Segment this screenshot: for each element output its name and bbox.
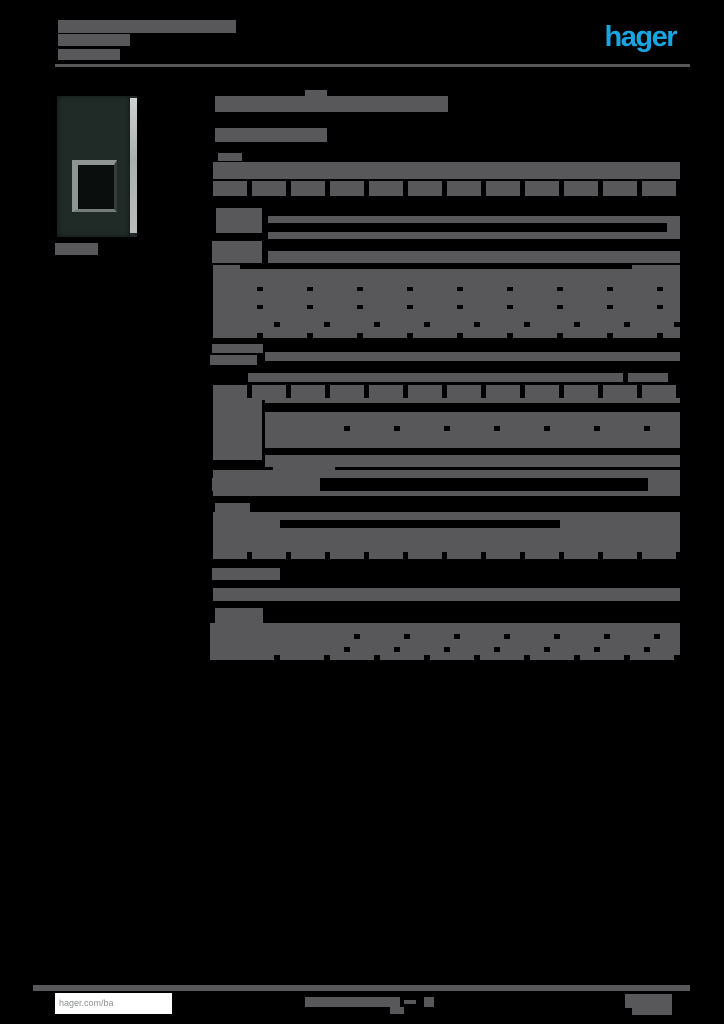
spec-value-4-tail xyxy=(273,467,335,471)
footer-website-box: hager.com/ba xyxy=(55,993,172,1014)
spec-value-1 xyxy=(265,352,680,361)
rowA-label xyxy=(216,208,262,233)
dense-block-gaps-2 xyxy=(213,305,680,309)
bottom-label xyxy=(215,608,263,623)
row-mixed-bottom xyxy=(213,491,680,496)
bottom-block-gaps-2 xyxy=(300,647,680,652)
row-mixed-right xyxy=(648,478,680,491)
spec-value-2-right xyxy=(628,373,668,382)
rowB-value xyxy=(268,251,680,263)
product-edge-strip xyxy=(130,98,137,235)
product-slot-opening xyxy=(72,160,117,212)
rowB-label xyxy=(212,241,262,263)
spec-row-wide xyxy=(213,385,680,400)
page-subtitle xyxy=(215,128,327,142)
row-mixed-left xyxy=(212,478,320,491)
product-caption xyxy=(55,243,98,255)
page-title xyxy=(215,96,448,112)
dense-block-slit xyxy=(240,265,632,269)
spec-value-3 xyxy=(265,398,680,403)
bottom-block-gaps-1 xyxy=(310,634,680,639)
header-line-2 xyxy=(58,34,130,46)
section1-line-2 xyxy=(213,181,680,196)
spec-label-col xyxy=(213,398,262,460)
product-image xyxy=(57,96,137,237)
header-line-1 xyxy=(58,20,236,33)
dense-block-gaps-4 xyxy=(213,333,680,338)
footer-center-descender xyxy=(390,1007,404,1014)
header-line-3 xyxy=(58,49,120,60)
note-label-2 xyxy=(212,568,280,580)
note-label-1 xyxy=(215,503,250,512)
footer-center-dash xyxy=(404,1000,416,1004)
rowA-value-2 xyxy=(268,232,680,239)
note-block xyxy=(213,512,680,552)
title-ascender xyxy=(305,90,327,97)
header-rule xyxy=(55,64,690,67)
rowA-right-join xyxy=(667,222,680,232)
spec-value-4 xyxy=(265,455,680,467)
bottom-row xyxy=(213,588,680,601)
rowA-value-1 xyxy=(268,216,680,223)
footer-website-link[interactable]: hager.com/ba xyxy=(59,998,114,1008)
row-mixed-top xyxy=(213,470,680,478)
section1-tab xyxy=(218,153,242,161)
dense-block-gaps-1 xyxy=(213,287,680,291)
footer-center-text xyxy=(305,997,400,1007)
note-block-last-line xyxy=(213,552,680,559)
spec-label-1a xyxy=(212,344,263,353)
spec-block-2-gaps xyxy=(300,426,680,431)
section1-line-1 xyxy=(213,162,680,179)
bottom-block-gaps-3 xyxy=(230,655,680,660)
footer-rule xyxy=(33,985,690,991)
bottom-block xyxy=(210,623,680,660)
spec-value-2 xyxy=(248,373,623,382)
footer-page-number-2 xyxy=(632,1008,672,1015)
product-edge-cap-bottom xyxy=(130,233,137,237)
footer-page-number xyxy=(625,994,672,1008)
dense-block xyxy=(213,265,680,338)
note-block-slit xyxy=(280,520,560,528)
footer-center-text-2 xyxy=(424,997,434,1007)
dense-block-gaps-3 xyxy=(230,322,680,327)
spec-label-1b xyxy=(210,355,257,365)
hager-logo: hager xyxy=(604,21,678,53)
